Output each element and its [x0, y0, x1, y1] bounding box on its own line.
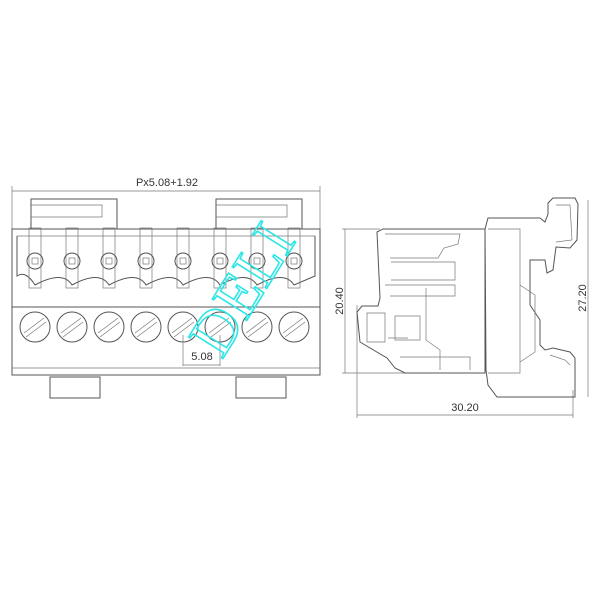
pins-group: [26, 227, 303, 289]
contact-spring: [391, 261, 456, 370]
screw-icon[interactable]: [56, 311, 88, 343]
width-dimension-label: Px5.08+1.92: [136, 177, 198, 189]
pin-square: [105, 257, 113, 265]
pin-hole: [63, 252, 81, 270]
pin-square: [216, 257, 224, 265]
screw-icon[interactable]: [278, 311, 310, 343]
pin-stem: [213, 227, 227, 289]
front-view: Px5.08+1.92 5.08: [11, 177, 321, 399]
watermark-logo: DELI: [176, 212, 308, 368]
pin-stem: [102, 227, 116, 289]
plug-internal-details: [366, 233, 471, 370]
pin-hole: [26, 252, 44, 270]
screw-slot: [134, 317, 156, 334]
pin-square: [179, 257, 187, 265]
screw-slot: [171, 317, 193, 334]
screw-slot: [99, 321, 121, 338]
header-body: [11, 228, 321, 376]
pin-square: [31, 257, 39, 265]
pin-square: [290, 257, 298, 265]
screw-slot: [23, 317, 45, 334]
latch-tab-right-detail: [216, 204, 288, 218]
screw-head: [93, 311, 125, 343]
screw-head: [241, 311, 273, 343]
screw-slot: [282, 317, 304, 334]
height-body-label: 20.40: [334, 287, 346, 315]
header-rail-clip-outline: [484, 197, 579, 398]
pin-stem: [287, 227, 301, 289]
screw-slot: [60, 317, 82, 334]
plug-wavy-bottom: [16, 236, 316, 286]
pin-stem: [65, 227, 79, 289]
pin-hole: [211, 252, 229, 270]
pin-hole: [248, 252, 266, 270]
height-total-label: 27.20: [577, 284, 589, 312]
screw-slot: [25, 321, 47, 338]
depth-label: 30.20: [451, 402, 479, 414]
pin-square: [253, 257, 261, 265]
pin-square: [68, 257, 76, 265]
screw-slot: [173, 321, 195, 338]
foot-right: [235, 376, 287, 399]
pin-hole: [174, 252, 192, 270]
pin-stem: [139, 227, 153, 289]
pin-hole: [137, 252, 155, 270]
screw-slot: [284, 321, 306, 338]
pin-stem: [28, 227, 42, 289]
screw-slot: [208, 317, 230, 334]
pin-hole: [285, 252, 303, 270]
screw-icon[interactable]: [19, 311, 51, 343]
pin-stem: [250, 227, 264, 289]
foot-left: [49, 376, 101, 399]
screw-slot: [97, 317, 119, 334]
screw-icon[interactable]: [130, 311, 162, 343]
screw-slot: [62, 321, 84, 338]
side-view: 20.40 27.20 30.20: [334, 197, 589, 418]
screw-head: [56, 311, 88, 343]
screw-slot: [247, 321, 269, 338]
screw-slot: [245, 317, 267, 334]
screw-slot: [136, 321, 158, 338]
plug-housing-outline: [356, 228, 486, 374]
pin-stem: [176, 227, 190, 289]
screw-slot: [210, 321, 232, 338]
latch-tab-left-detail: [31, 204, 103, 218]
pin-hole: [100, 252, 118, 270]
screw-head: [130, 311, 162, 343]
screw-icon[interactable]: [241, 311, 273, 343]
screw-head: [19, 311, 51, 343]
screw-head: [278, 311, 310, 343]
pitch-dimension-label: 5.08: [191, 351, 212, 363]
screw-icon[interactable]: [93, 311, 125, 343]
pin-square: [142, 257, 150, 265]
header-internal-details: [488, 204, 573, 374]
latch-tab-left: [30, 198, 118, 230]
